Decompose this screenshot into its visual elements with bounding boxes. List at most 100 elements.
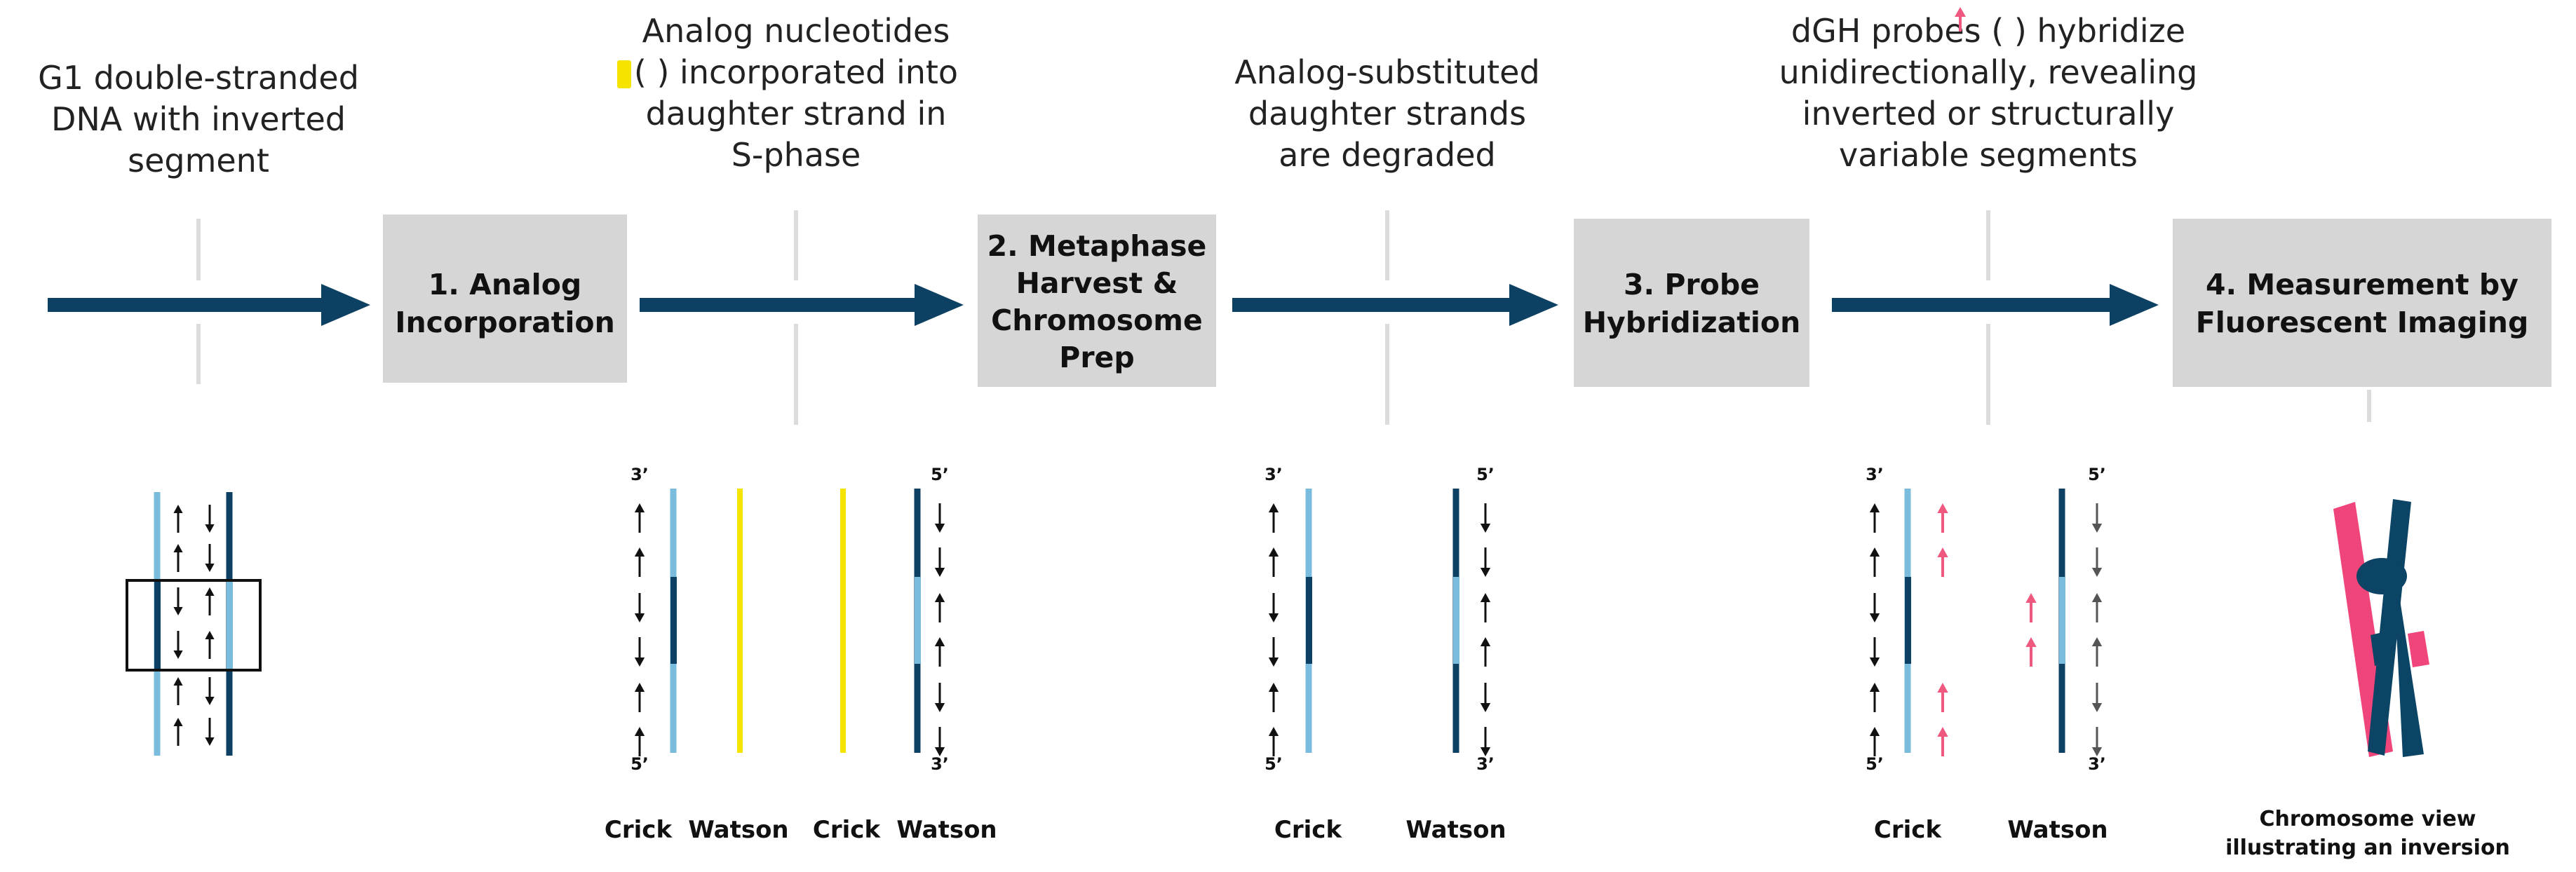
up-arrow-icon: [173, 718, 183, 746]
step-box-2: 2. Metaphase Harvest & Chromosome Prep: [978, 214, 1216, 387]
probe-arrows: [1937, 503, 2037, 756]
probe-arrow-icon: [2025, 593, 2037, 622]
down-arrow-icon: [1268, 593, 1279, 622]
caption-line: DNA with inverted: [51, 100, 346, 138]
end-3prime: 3’: [1476, 754, 1495, 774]
probe-arrow-icon: [1937, 683, 1948, 712]
down-arrow-icon: [173, 631, 183, 659]
step-line: 3. Probe: [1624, 268, 1760, 301]
chromosome-icon: Chromosome view illustrating an inversio…: [2225, 390, 2510, 860]
up-arrow-icon: [934, 593, 945, 622]
strand-label-crick: Crick: [813, 816, 882, 844]
up-arrow-icon: [2091, 593, 2103, 622]
flow-arrow: [48, 284, 370, 326]
end-5prime: 5’: [630, 754, 649, 774]
down-arrow-icon: [934, 503, 945, 533]
step-line: Incorporation: [395, 306, 615, 339]
end-5prime: 5’: [1476, 465, 1495, 484]
up-arrow-icon: [205, 631, 215, 659]
probe-arrow-icon: [1937, 503, 1948, 533]
analog-swatch-icon: [617, 60, 631, 88]
g1-base-arrows: [173, 505, 215, 746]
end-5prime: 5’: [1866, 754, 1884, 774]
dna-panel-g1: [126, 492, 262, 756]
strand-label-watson: Watson: [2007, 816, 2108, 844]
end-3prime: 3’: [931, 754, 949, 774]
down-arrow-icon: [1869, 593, 1880, 622]
down-arrow-icon: [205, 677, 215, 705]
strand-label-crick: Crick: [1274, 816, 1343, 844]
down-arrow-icon: [2091, 503, 2103, 533]
stage-caption-3: Analog-substituted daughter strands are …: [1234, 53, 1539, 174]
up-arrow-icon: [205, 587, 215, 615]
strand-label-crick: Crick: [605, 816, 673, 844]
end-5prime: 5’: [1265, 754, 1283, 774]
caption-line: dGH probes ( ) hybridize: [1791, 12, 2185, 50]
down-arrow-icon: [205, 544, 215, 572]
caption-line: Analog nucleotides: [642, 12, 950, 50]
end-5prime: 5’: [931, 465, 949, 484]
down-arrow-icon: [634, 593, 645, 622]
flow-arrow: [1232, 284, 1558, 326]
up-arrow-icon: [1268, 727, 1279, 756]
step-line: 2. Metaphase: [987, 229, 1207, 263]
up-arrow-icon: [634, 683, 645, 712]
down-arrow-icon: [1268, 637, 1279, 667]
probe-arrow-icon: [2025, 637, 2037, 667]
probe-arrow-icon: [1937, 727, 1948, 756]
down-arrow-icon: [2091, 547, 2103, 577]
dna-panel-probes: 3’ 5’ 5’ 3’ Crick Watson: [1866, 465, 2108, 844]
caption-line: segment: [128, 142, 269, 179]
up-arrow-icon: [1268, 683, 1279, 712]
up-arrow-icon: [1268, 547, 1279, 577]
strand-label-watson: Watson: [688, 816, 788, 844]
caption-line: variable segments: [1839, 136, 2138, 174]
end-3prime: 3’: [2088, 754, 2106, 774]
step-line: 4. Measurement by: [2206, 268, 2518, 301]
probe-arrow-icon: [1937, 547, 1948, 577]
step-line: Hybridization: [1583, 306, 1801, 339]
inverted-segment: [1905, 577, 1911, 664]
up-arrow-icon: [634, 547, 645, 577]
end-3prime: 3’: [1866, 465, 1884, 484]
up-arrow-icon: [1869, 727, 1880, 756]
end-3prime: 3’: [1265, 465, 1283, 484]
step-box-4: 4. Measurement by Fluorescent Imaging: [2173, 219, 2551, 387]
down-arrow-icon: [934, 547, 945, 577]
caption-line: daughter strand in: [646, 95, 947, 132]
caption-line: are degraded: [1279, 136, 1496, 174]
step-line: Chromosome: [991, 304, 1203, 337]
strand-label-watson: Watson: [896, 816, 997, 844]
probe-base-arrows: [1869, 503, 2103, 756]
down-arrow-icon: [205, 718, 215, 746]
chromosome-caption-line: Chromosome view: [2259, 807, 2476, 831]
up-arrow-icon: [1480, 593, 1491, 622]
up-arrow-icon: [1869, 547, 1880, 577]
down-arrow-icon: [205, 505, 215, 533]
down-arrow-icon: [1480, 547, 1491, 577]
strand-label-watson: Watson: [1405, 816, 1506, 844]
down-arrow-icon: [934, 683, 945, 712]
caption-line: Analog-substituted: [1234, 53, 1539, 91]
caption-line: ( ) incorporated into: [634, 53, 958, 91]
stage-caption-1: G1 double-stranded DNA with inverted seg…: [38, 59, 359, 179]
inverted-segment: [154, 580, 161, 670]
up-arrow-icon: [173, 677, 183, 705]
degraded-base-arrows: [1268, 503, 1491, 756]
step-box-1: 1. Analog Incorporation: [383, 214, 627, 383]
centromere: [2356, 558, 2407, 594]
inverted-segment: [1306, 577, 1312, 664]
strand-label-crick: Crick: [1874, 816, 1943, 844]
down-arrow-icon: [1869, 637, 1880, 667]
inversion-box: [126, 579, 262, 672]
down-arrow-icon: [2091, 683, 2103, 712]
analog-base-arrows: [634, 503, 945, 756]
up-arrow-icon: [1480, 637, 1491, 667]
caption-line: inverted or structurally: [1802, 95, 2175, 132]
stage-caption-2: Analog nucleotides ( ) incorporated into…: [617, 12, 958, 174]
down-arrow-icon: [2091, 727, 2103, 756]
inverted-segment: [1453, 577, 1459, 664]
inverted-segment: [915, 577, 921, 664]
step-line: Prep: [1059, 341, 1134, 374]
down-arrow-icon: [1480, 727, 1491, 756]
